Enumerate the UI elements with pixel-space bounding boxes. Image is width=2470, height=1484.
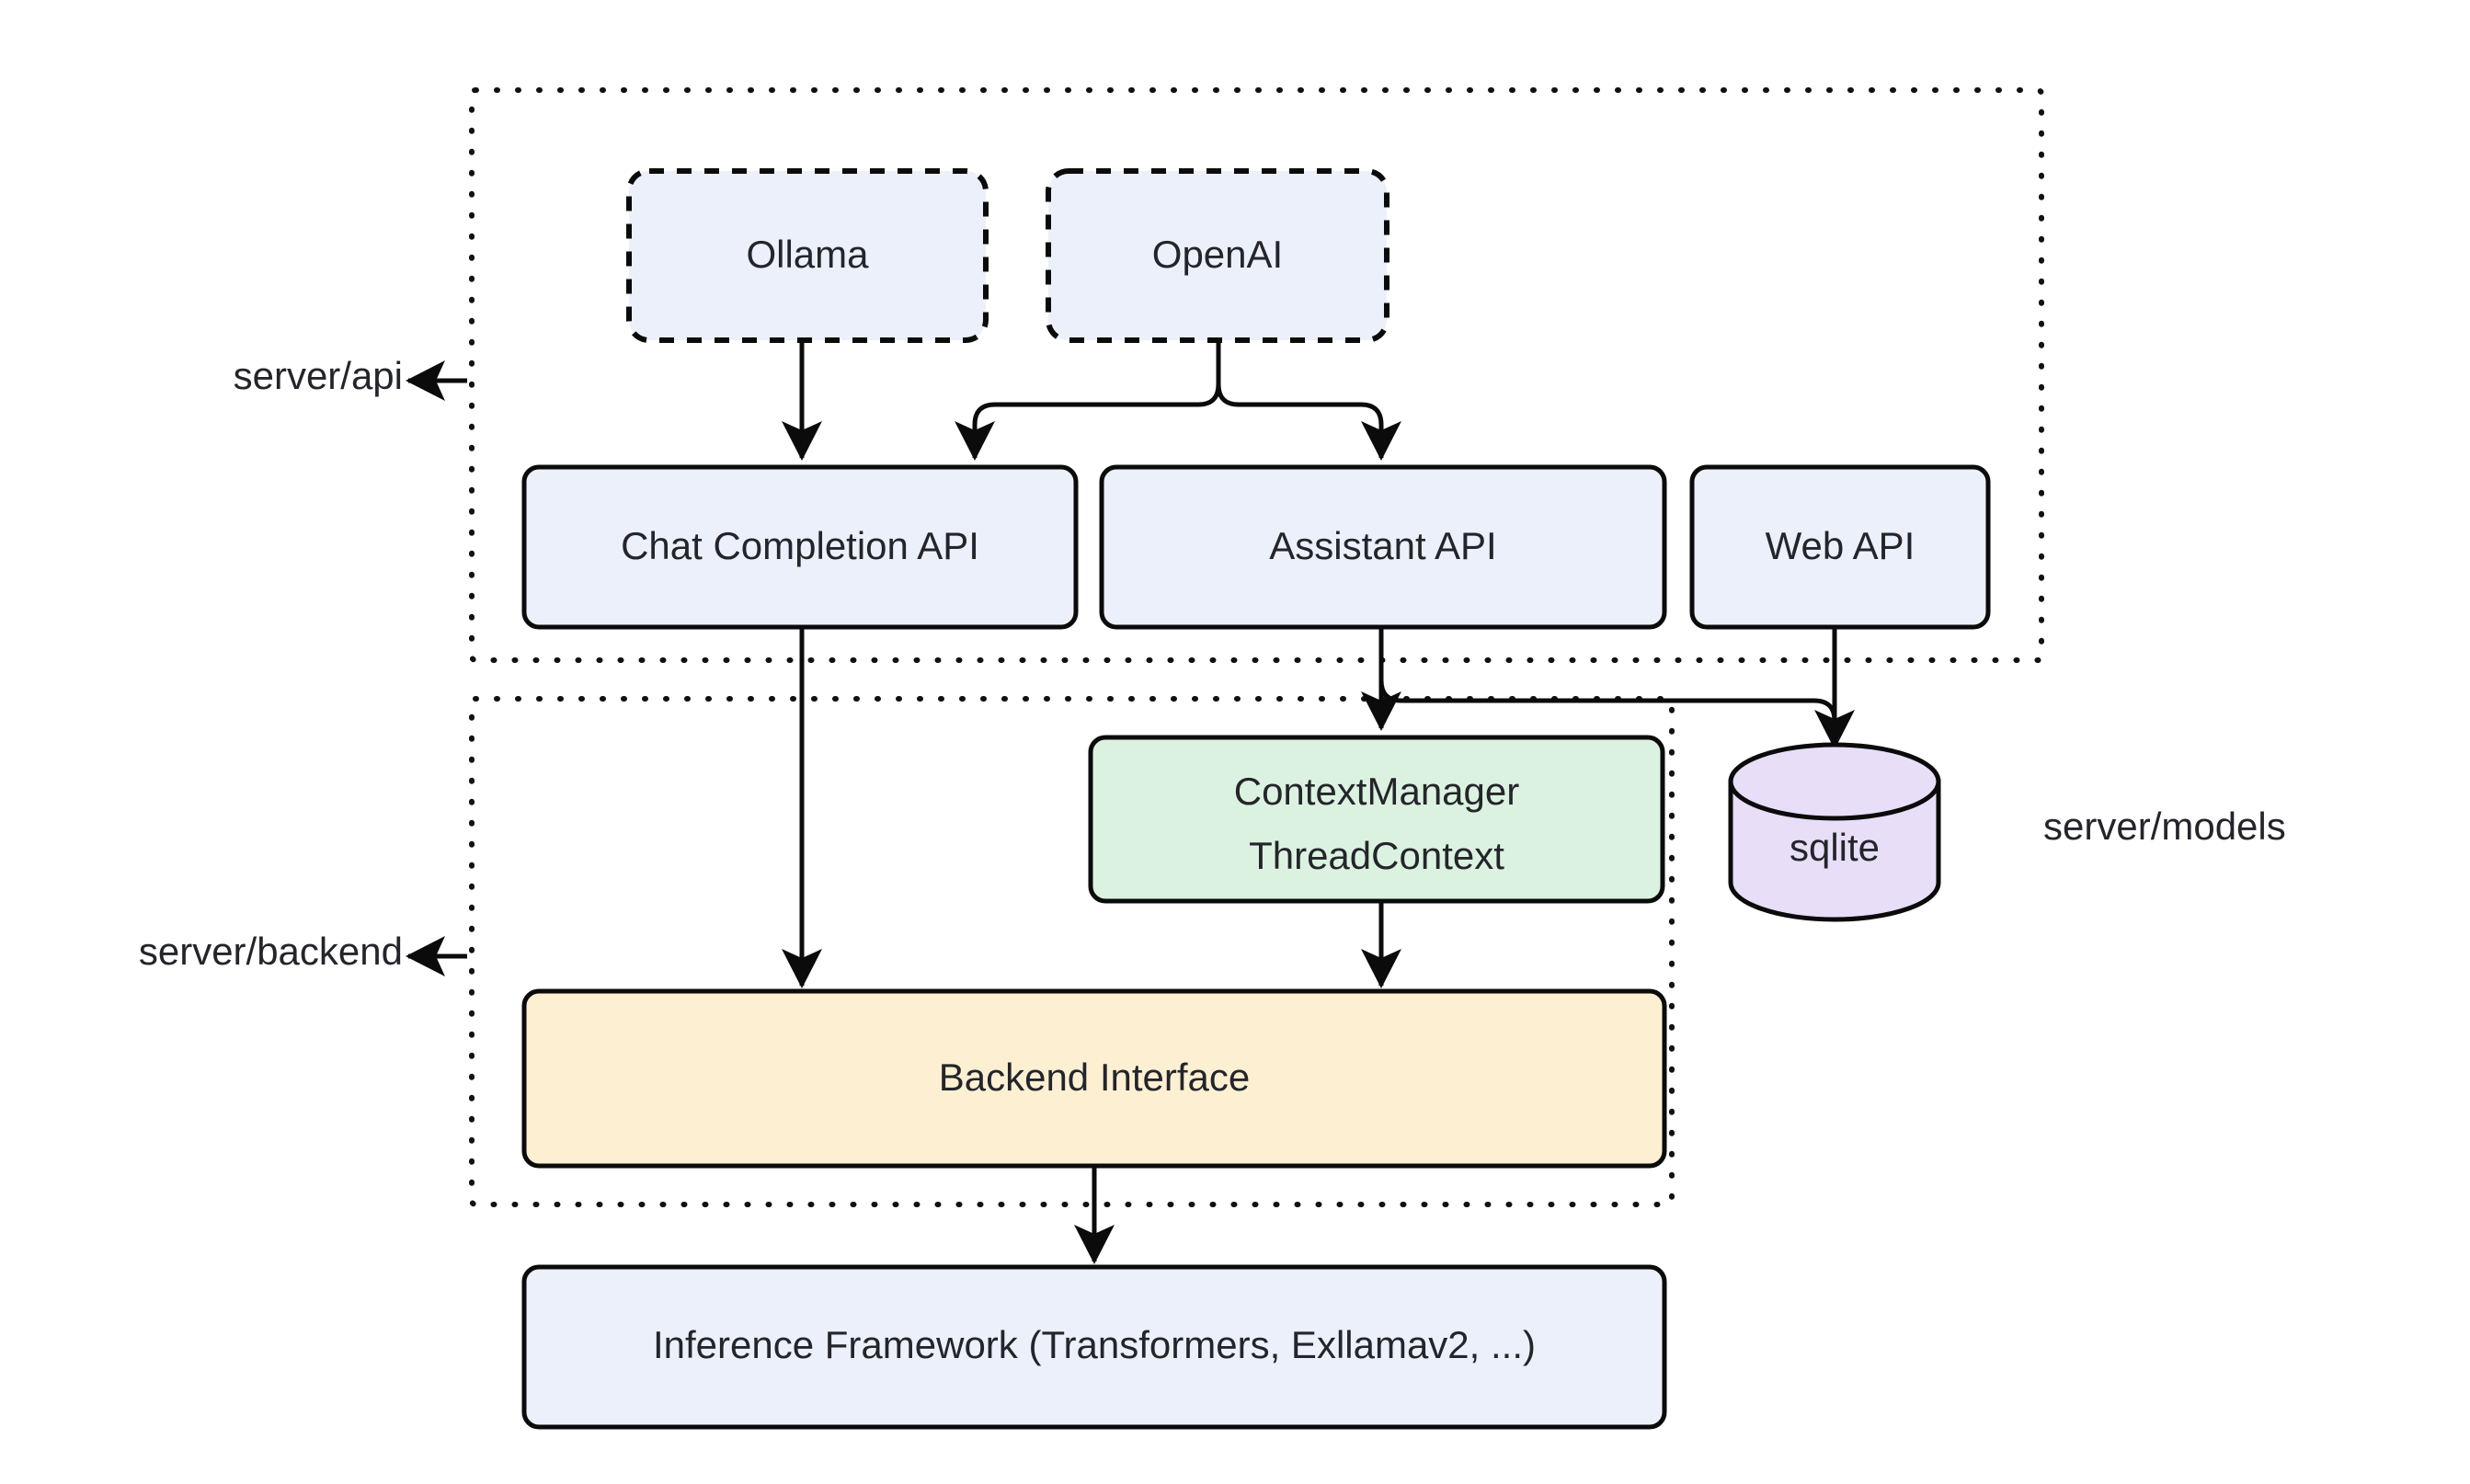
node-chat-completion-api-label: Chat Completion API [621,524,979,567]
node-web-api[interactable]: Web API [1689,464,1991,630]
group-container-api [469,87,2044,663]
node-context-manager[interactable]: ContextManager ThreadContext [1088,735,1665,904]
node-openai-label: OpenAI [1152,233,1283,276]
node-openai[interactable]: OpenAI [1046,168,1389,343]
node-backend-interface[interactable]: Backend Interface [521,988,1667,1169]
node-ollama-label: Ollama [746,233,869,276]
edge-openai-to-chat-completion [954,340,1221,461]
node-ollama[interactable]: Ollama [626,168,989,343]
node-thread-context-label: ThreadContext [1249,834,1504,877]
group-label-backend: server/backend [139,930,403,973]
node-assistant-api-label: Assistant API [1269,524,1496,567]
node-sqlite[interactable]: sqlite [1728,742,1941,922]
node-inference-framework[interactable]: Inference Framework (Transformers, Exlla… [521,1264,1667,1430]
node-backend-interface-label: Backend Interface [939,1056,1251,1099]
group-label-models: server/models [2043,805,2286,848]
node-sqlite-label: sqlite [1790,826,1880,869]
node-context-manager-label: ContextManager [1234,770,1520,813]
edge-assistant-to-sqlite [1378,625,1837,728]
node-inference-framework-label: Inference Framework (Transformers, Exlla… [653,1323,1536,1366]
node-web-api-label: Web API [1766,524,1915,567]
group-container-backend [469,696,1675,1207]
node-chat-completion-api[interactable]: Chat Completion API [521,464,1079,630]
node-assistant-api[interactable]: Assistant API [1099,464,1667,630]
group-label-api: server/api [234,354,403,397]
edge-openai-to-assistant [1216,340,1401,461]
